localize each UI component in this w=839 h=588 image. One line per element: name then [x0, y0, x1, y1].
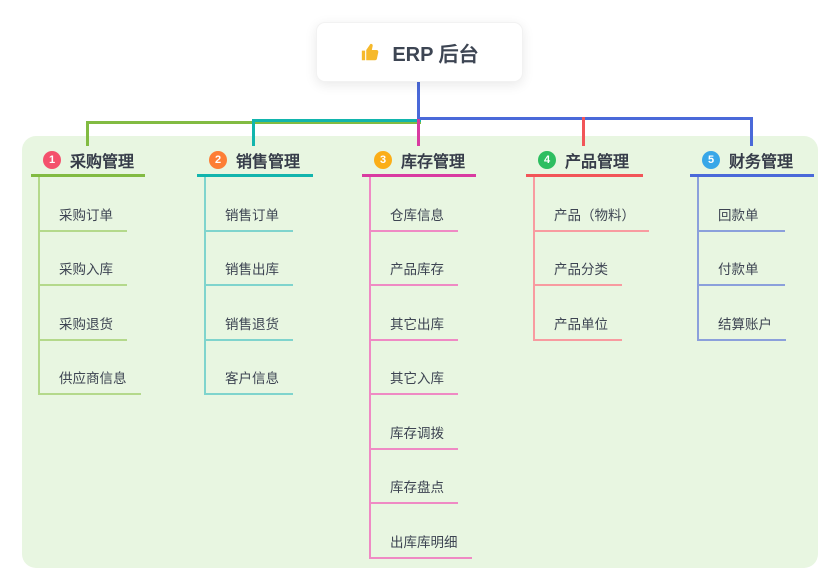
branch-children: 回款单 付款单 结算账户 — [697, 177, 786, 341]
branch-drop-line — [582, 117, 585, 146]
branch-drop-line — [86, 121, 89, 146]
branch-topic-title: 产品管理 — [565, 154, 630, 171]
branch-drop-line — [252, 119, 255, 146]
child-topic-node[interactable]: 产品单位 — [535, 286, 622, 341]
branch-children: 产品（物料） 产品分类 产品单位 — [533, 177, 649, 341]
child-topic-node[interactable]: 其它出库 — [371, 286, 458, 341]
branch-children: 销售订单 销售出库 销售退货 客户信息 — [204, 177, 293, 395]
child-topic-node[interactable]: 产品分类 — [535, 232, 622, 286]
branch-product: 4 产品管理 产品（物料） 产品分类 产品单位 — [526, 146, 649, 341]
branch-topic-title: 采购管理 — [70, 154, 135, 171]
child-topic-node[interactable]: 其它入库 — [371, 341, 458, 395]
branch-children: 采购订单 采购入库 采购退货 供应商信息 — [38, 177, 141, 395]
child-topic-node[interactable]: 销售出库 — [206, 232, 293, 286]
child-topic-node[interactable]: 付款单 — [699, 232, 785, 286]
branch-topic-node[interactable]: 4 产品管理 — [526, 146, 643, 177]
branch-number-badge: 5 — [702, 151, 720, 169]
branch-topic-node[interactable]: 5 财务管理 — [690, 146, 814, 177]
child-topic-node[interactable]: 供应商信息 — [40, 341, 141, 395]
branch-topic-node[interactable]: 1 采购管理 — [31, 146, 145, 177]
child-topic-node[interactable]: 产品（物料） — [535, 177, 649, 232]
branch-bus-line — [252, 119, 421, 122]
branch-number-badge: 2 — [209, 151, 227, 169]
branch-topic-node[interactable]: 2 销售管理 — [197, 146, 313, 177]
root-topic-node[interactable]: ERP 后台 — [316, 22, 523, 82]
root-connector-line — [417, 82, 420, 120]
branch-drop-line — [750, 117, 753, 146]
branch-finance: 5 财务管理 回款单 付款单 结算账户 — [690, 146, 814, 341]
child-topic-node[interactable]: 客户信息 — [206, 341, 293, 395]
child-topic-node[interactable]: 结算账户 — [699, 286, 786, 341]
branch-topic-title: 销售管理 — [236, 154, 301, 171]
branches-background-panel — [22, 136, 818, 568]
thumbs-up-icon — [360, 41, 382, 63]
branch-topic-title: 库存管理 — [401, 154, 466, 171]
child-topic-node[interactable]: 采购订单 — [40, 177, 127, 232]
branch-inventory: 3 库存管理 仓库信息 产品库存 其它出库 其它入库 库存调拨 库存盘点 出库库… — [362, 146, 476, 559]
child-topic-node[interactable]: 出库库明细 — [371, 504, 472, 559]
branch-bus-line — [419, 117, 752, 120]
child-topic-node[interactable]: 销售退货 — [206, 286, 293, 341]
child-topic-node[interactable]: 回款单 — [699, 177, 785, 232]
child-topic-node[interactable]: 库存调拨 — [371, 395, 458, 450]
root-topic-title: ERP 后台 — [392, 43, 479, 66]
child-topic-node[interactable]: 库存盘点 — [371, 450, 458, 504]
child-topic-node[interactable]: 采购退货 — [40, 286, 127, 341]
child-topic-node[interactable]: 采购入库 — [40, 232, 127, 286]
branch-number-badge: 3 — [374, 151, 392, 169]
branch-topic-node[interactable]: 3 库存管理 — [362, 146, 476, 177]
branch-purchase: 1 采购管理 采购订单 采购入库 采购退货 供应商信息 — [31, 146, 145, 395]
child-topic-node[interactable]: 销售订单 — [206, 177, 293, 232]
branch-number-badge: 4 — [538, 151, 556, 169]
branch-sales: 2 销售管理 销售订单 销售出库 销售退货 客户信息 — [197, 146, 313, 395]
branch-number-badge: 1 — [43, 151, 61, 169]
child-topic-node[interactable]: 产品库存 — [371, 232, 458, 286]
branch-children: 仓库信息 产品库存 其它出库 其它入库 库存调拨 库存盘点 出库库明细 — [369, 177, 472, 559]
child-topic-node[interactable]: 仓库信息 — [371, 177, 458, 232]
branch-topic-title: 财务管理 — [729, 154, 794, 171]
branch-drop-line — [417, 119, 420, 146]
